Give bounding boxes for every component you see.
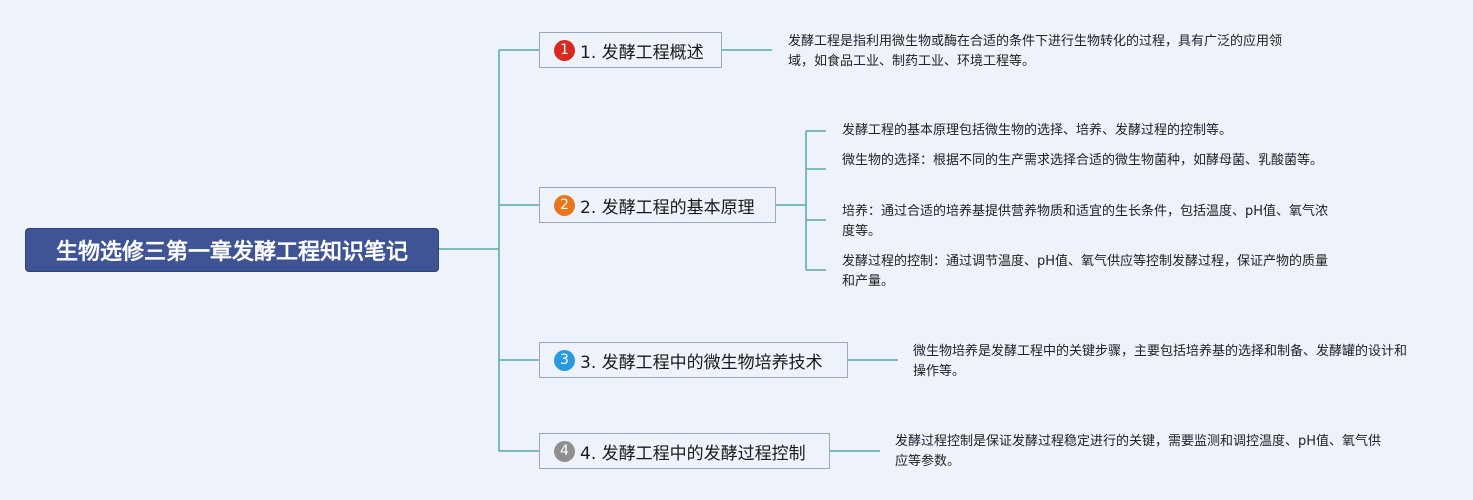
root-topic[interactable]: 生物选修三第一章发酵工程知识笔记: [25, 228, 439, 272]
root-title: 生物选修三第一章发酵工程知识笔记: [55, 240, 408, 265]
number-1-icon: 1: [554, 39, 575, 61]
topic-4[interactable]: 4 4. 发酵工程中的发酵过程控制: [539, 433, 830, 469]
topic-label: 2. 发酵工程的基本原理: [580, 197, 755, 218]
number-3-icon: 3: [554, 349, 575, 371]
note-2-2: 微生物的选择：根据不同的生产需求选择合适的微生物菌种，如酵母菌、乳酸菌等。: [842, 153, 1324, 168]
number-2-icon: 2: [554, 194, 575, 216]
note-2-3: 培养：通过合适的培养基提供营养物质和适宜的生长条件，包括温度、pH值、氧气浓度等…: [842, 204, 1329, 239]
topic-1[interactable]: 1 1. 发酵工程概述: [539, 32, 722, 68]
note-4-1: 发酵过程控制是保证发酵过程稳定进行的关键，需要监测和调控温度、pH值、氧气供应等…: [895, 434, 1382, 469]
note-2-1: 发酵工程的基本原理包括微生物的选择、培养、发酵过程的控制等。: [842, 123, 1233, 138]
topic-3[interactable]: 3 3. 发酵工程中的微生物培养技术: [539, 342, 848, 378]
topic-2[interactable]: 2 2. 发酵工程的基本原理: [539, 187, 776, 223]
note-3-1: 微生物培养是发酵工程中的关键步骤，主要包括培养基的选择和制备、发酵罐的设计和操作…: [913, 344, 1408, 379]
note-1-1: 发酵工程是指利用微生物或酶在合适的条件下进行生物转化的过程，具有广泛的应用领域，…: [788, 34, 1283, 69]
topic-label: 3. 发酵工程中的微生物培养技术: [580, 352, 823, 373]
topic-label: 1. 发酵工程概述: [580, 42, 704, 63]
topic-label: 4. 发酵工程中的发酵过程控制: [580, 443, 806, 464]
note-2-4: 发酵过程的控制：通过调节温度、pH值、氧气供应等控制发酵过程，保证产物的质量和产…: [842, 254, 1329, 289]
number-4-icon: 4: [554, 440, 575, 462]
